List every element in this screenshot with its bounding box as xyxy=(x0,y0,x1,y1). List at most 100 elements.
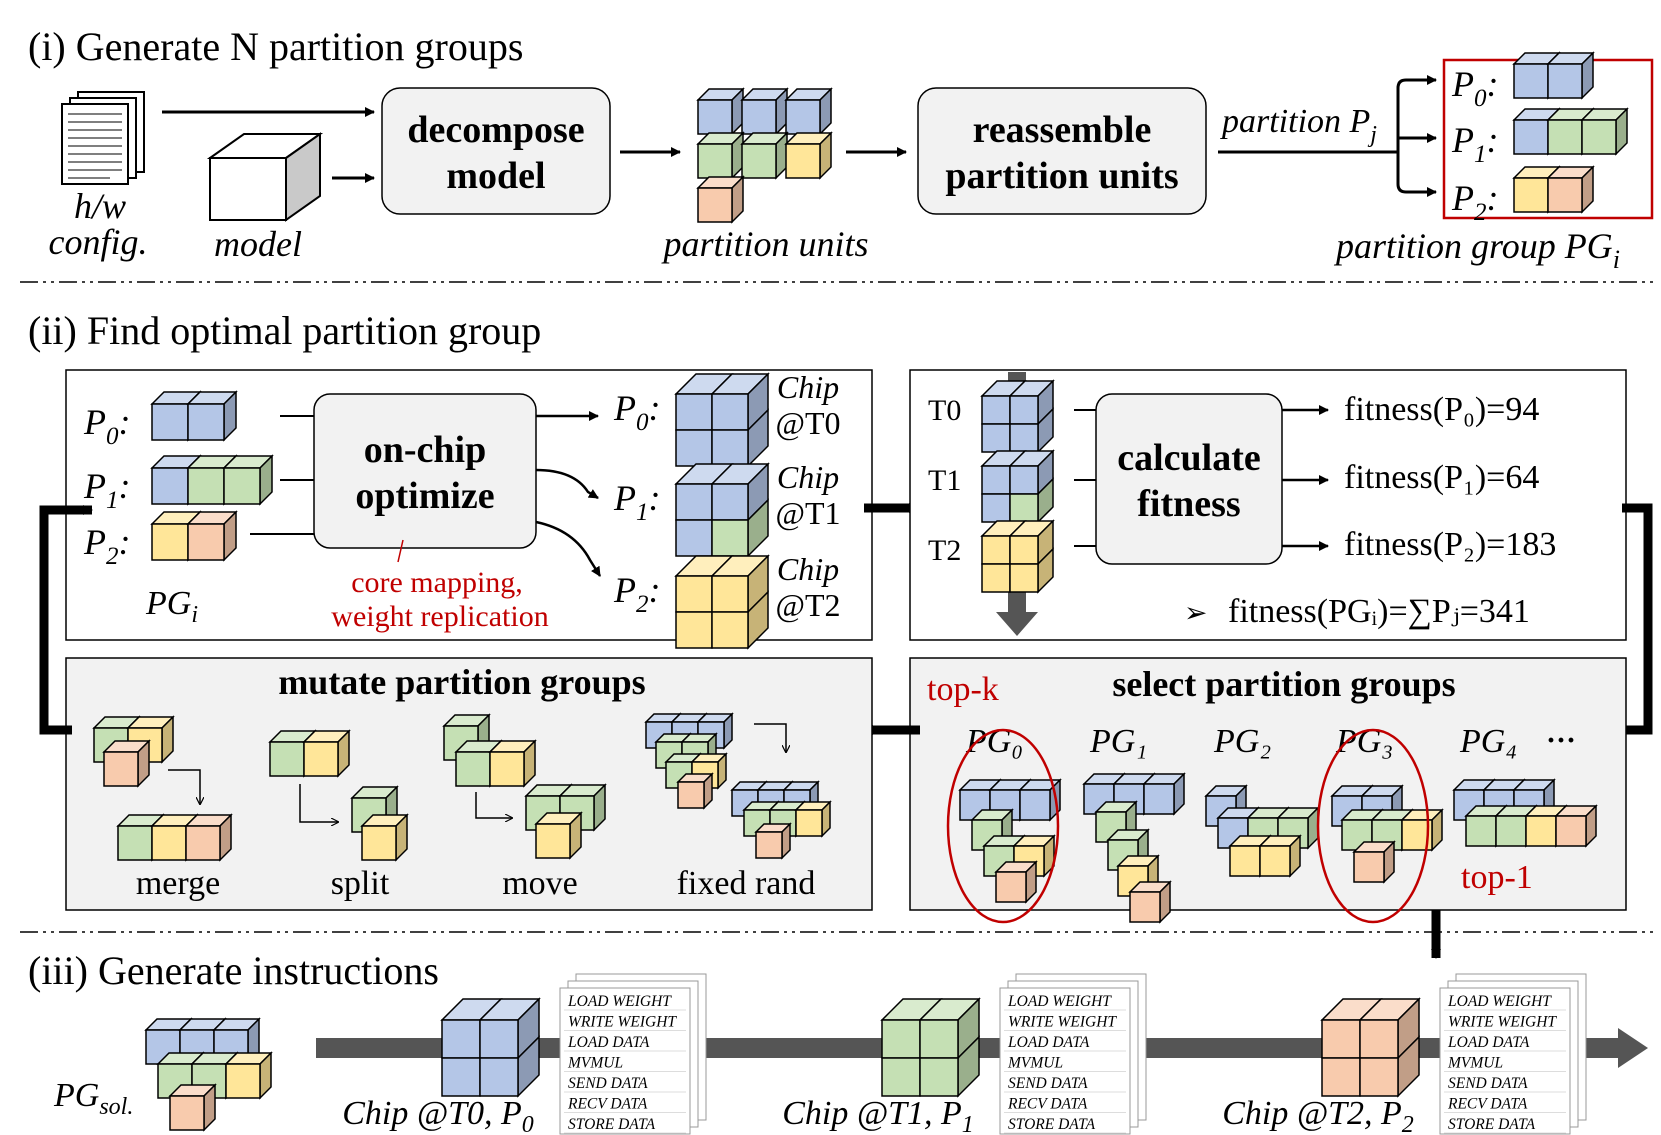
chip-label-0: Chip xyxy=(777,369,839,405)
move-arrow xyxy=(475,792,512,818)
chip-label-2: Chip xyxy=(777,551,839,587)
instruction-chip-label-0: Chip @T0, P0 xyxy=(342,1095,534,1135)
partition-unit-cube xyxy=(696,87,745,136)
partition-units-grid xyxy=(696,87,833,224)
decompose-label-2: model xyxy=(446,155,545,197)
instruction-chip-1 xyxy=(880,997,981,1098)
pg-solution-group xyxy=(144,1017,273,1132)
unit-cube xyxy=(1258,834,1302,878)
instruction-chip-0 xyxy=(440,997,541,1098)
instruction-line: LOAD WEIGHT xyxy=(567,993,672,1010)
partition-units-label: partition units xyxy=(660,224,868,264)
unit-cube xyxy=(994,860,1038,904)
unit-cube xyxy=(488,739,537,788)
merge-before-b xyxy=(102,739,151,788)
partition-row-cubes-0 xyxy=(1512,51,1595,100)
unit-cube xyxy=(1580,107,1629,156)
partition-unit-cube xyxy=(784,131,833,180)
model-box-icon xyxy=(206,132,324,222)
rand-after-c xyxy=(754,822,792,860)
partition-group-rows: P0:P1:P2: xyxy=(1451,51,1629,226)
optimize-to-chip-arrows xyxy=(535,411,602,577)
chip-time-1: @T1 xyxy=(775,495,840,531)
split-after-b xyxy=(360,813,409,862)
fitness-sum: fitness(PGᵢ)=∑Pⱼ=341 xyxy=(1228,593,1530,630)
partition-unit-cube xyxy=(784,87,833,136)
rand-before-d xyxy=(676,772,714,810)
unit-cube xyxy=(186,390,238,442)
hw-config-document-icon xyxy=(61,91,145,185)
pg3-row-c xyxy=(1352,840,1396,884)
unit-cube xyxy=(1546,51,1595,100)
pg1-row-a xyxy=(1082,772,1186,816)
pg-row-cubes-1 xyxy=(150,454,274,506)
instruction-line: STORE DATA xyxy=(1448,1116,1536,1133)
hw-config-label-2: config. xyxy=(49,222,148,262)
fitness-p1: fitness(P₁)=64 xyxy=(1344,459,1539,496)
chip-cube-0 xyxy=(674,372,770,468)
instruction-line: SEND DATA xyxy=(1008,1075,1088,1092)
pgsol-row-c xyxy=(168,1083,217,1132)
instruction-line: LOAD DATA xyxy=(567,1034,650,1051)
instruction-line: LOAD DATA xyxy=(1007,1034,1090,1051)
chip-label-1: Chip xyxy=(777,459,839,495)
partition-row-label-2: P2: xyxy=(1451,178,1499,226)
instruction-line: WRITE WEIGHT xyxy=(1448,1014,1557,1031)
mutation-move: move xyxy=(502,865,578,902)
fitness-sum-bullet: ➢ xyxy=(1184,598,1207,629)
instruction-line: LOAD WEIGHT xyxy=(1447,993,1552,1010)
pg-i-rows: P0:P1:P2: xyxy=(83,390,274,570)
partition-row-cubes-1 xyxy=(1512,107,1629,156)
fitness-arrows xyxy=(1282,405,1329,551)
section-1-title: (i) Generate N partition groups xyxy=(28,24,523,69)
instruction-line: RECV DATA xyxy=(1007,1096,1088,1113)
pg-row-cubes-0 xyxy=(150,390,238,442)
pg0-row-d xyxy=(994,860,1038,904)
pg-to-optimize-lines xyxy=(250,415,314,535)
mutation-split: split xyxy=(331,865,390,902)
instruction-chip-2 xyxy=(1320,997,1421,1098)
time-chip-1 xyxy=(980,449,1055,524)
groups-ellipsis: ··· xyxy=(1546,724,1576,757)
pg1-row-e xyxy=(1128,880,1172,924)
reassemble-label-1: reassemble xyxy=(973,109,1152,151)
note-pointer-line xyxy=(397,539,404,563)
time-flow-arrowhead xyxy=(996,612,1038,636)
chip-time-0: @T0 xyxy=(775,405,840,441)
onchip-optimize-box: on-chip optimize xyxy=(313,393,537,549)
unit-cube xyxy=(534,811,583,860)
instruction-line: LOAD WEIGHT xyxy=(1007,993,1112,1010)
pg-row-cubes-2 xyxy=(150,510,238,562)
unit-cube xyxy=(224,1051,273,1100)
split-arrow xyxy=(299,784,338,822)
timeline-arrowhead xyxy=(1618,1028,1648,1068)
instruction-line: LOAD DATA xyxy=(1447,1034,1530,1051)
unit-cube xyxy=(186,510,238,562)
unit-cube xyxy=(676,772,714,810)
unit-cube xyxy=(1554,804,1598,848)
note-line-1: core mapping, xyxy=(351,566,523,599)
time-chip-2 xyxy=(980,519,1055,594)
decompose-label-1: decompose xyxy=(407,109,584,151)
unit-cube xyxy=(168,1083,217,1132)
instruction-line: SEND DATA xyxy=(1448,1075,1528,1092)
unit-cube xyxy=(754,822,792,860)
onchip-label-2: optimize xyxy=(355,475,494,517)
time-to-fitness-lines xyxy=(1074,409,1096,547)
section-3-title: (iii) Generate instructions xyxy=(28,948,439,993)
instruction-line: RECV DATA xyxy=(567,1096,648,1113)
unit-cube xyxy=(1128,880,1172,924)
chip-p-label-2: P2: xyxy=(613,570,661,618)
partition-unit-cube xyxy=(740,131,789,180)
chip-cube-2 xyxy=(674,554,770,650)
mutate-title: mutate partition groups xyxy=(278,662,645,702)
rand-arrow xyxy=(754,723,786,752)
time-label-0: T0 xyxy=(928,394,961,427)
time-label-2: T2 xyxy=(928,534,961,567)
